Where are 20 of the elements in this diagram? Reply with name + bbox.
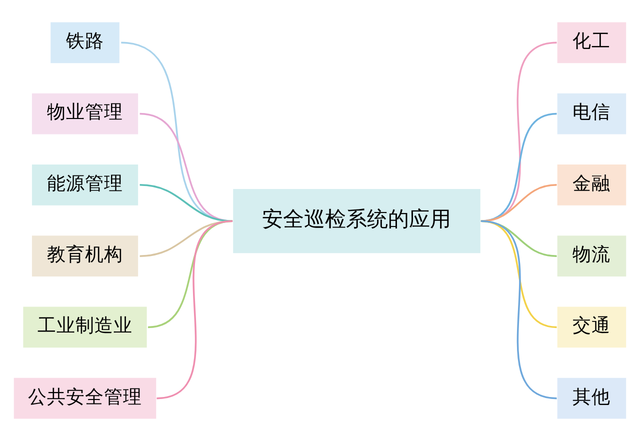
- connector: [140, 112, 233, 222]
- connector: [156, 220, 233, 399]
- node-box: 其他: [556, 376, 628, 420]
- connector: [140, 184, 233, 222]
- connector: [121, 41, 233, 222]
- connector: [480, 112, 557, 222]
- node-box: 物业管理: [30, 92, 140, 135]
- node-box: 物流: [556, 234, 628, 278]
- node-box: 公共安全管理: [12, 376, 158, 420]
- node-box: 交通: [556, 305, 628, 348]
- connector: [480, 41, 557, 222]
- node-box: 电信: [556, 92, 628, 135]
- node-box: 化工: [556, 20, 628, 64]
- node-box: 工业制造业: [22, 305, 148, 348]
- connector: [480, 184, 557, 222]
- node-box: 能源管理: [30, 162, 140, 206]
- node-box: 铁路: [49, 20, 121, 64]
- node-box: 金融: [556, 162, 628, 206]
- node-box: 教育机构: [30, 234, 140, 278]
- node-box: 安全巡检系统的应用: [232, 187, 482, 254]
